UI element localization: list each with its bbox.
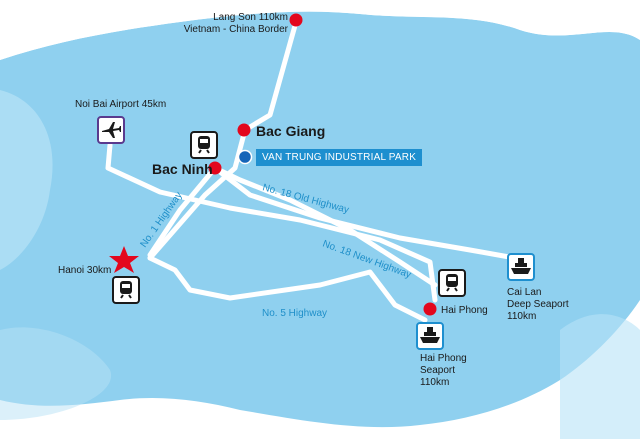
label-hai-phong-seaport-line1: Hai Phong [420, 353, 467, 364]
road-18-old [212, 165, 518, 261]
label-cai-lan: Cai Lan Deep Seaport 110km [507, 287, 569, 323]
sea-lighter [560, 314, 640, 439]
land-area [0, 0, 640, 60]
sea-lighter [0, 327, 112, 420]
label-hanoi: Hanoi 30km [58, 265, 112, 276]
location-dot-van-trung [237, 149, 253, 165]
sea-lighter [0, 90, 53, 270]
road-label-no5: No. 5 Highway [262, 308, 327, 319]
road-18-new [212, 165, 438, 288]
road-no5 [147, 255, 428, 323]
train-icon [438, 269, 466, 297]
train-icon [190, 131, 218, 159]
label-hai-phong-seaport-line2: Seaport [420, 365, 456, 376]
road-no1 [147, 165, 218, 258]
label-hai-phong-seaport-line3: 110km [420, 377, 450, 388]
label-cai-lan-line1: Cai Lan [507, 287, 542, 298]
label-hai-phong-seaport: Hai Phong Seaport 110km [420, 353, 467, 389]
label-noi-bai: Noi Bai Airport 45km [75, 99, 167, 110]
airplane-icon [97, 116, 125, 144]
label-bac-giang: Bac Giang [256, 123, 326, 139]
label-lang-son: Lang Son 110km Vietnam - China Border [178, 12, 288, 36]
road-noi-bai [105, 142, 438, 303]
label-van-trung-industrial-park: VAN TRUNG INDUSTRIAL PARK [256, 149, 423, 166]
ship-icon [507, 253, 535, 281]
label-lang-son-line1: Lang Son 110km [213, 12, 288, 23]
label-bac-ninh: Bac Ninh [152, 161, 213, 177]
label-cai-lan-line2: Deep Seaport [507, 299, 569, 310]
star-icon [109, 246, 139, 273]
label-cai-lan-line3: 110km [507, 311, 537, 322]
train-icon [112, 276, 140, 304]
location-dot-bac-ninh [208, 161, 222, 175]
location-dot-lang-son [289, 13, 303, 27]
label-hai-phong: Hai Phong [441, 305, 488, 316]
road-lang-son [147, 19, 299, 261]
label-lang-son-line2: Vietnam - China Border [183, 24, 288, 35]
location-dot-bac-giang [237, 123, 251, 137]
ship-icon [416, 322, 444, 350]
location-dot-hai-phong [423, 302, 437, 316]
